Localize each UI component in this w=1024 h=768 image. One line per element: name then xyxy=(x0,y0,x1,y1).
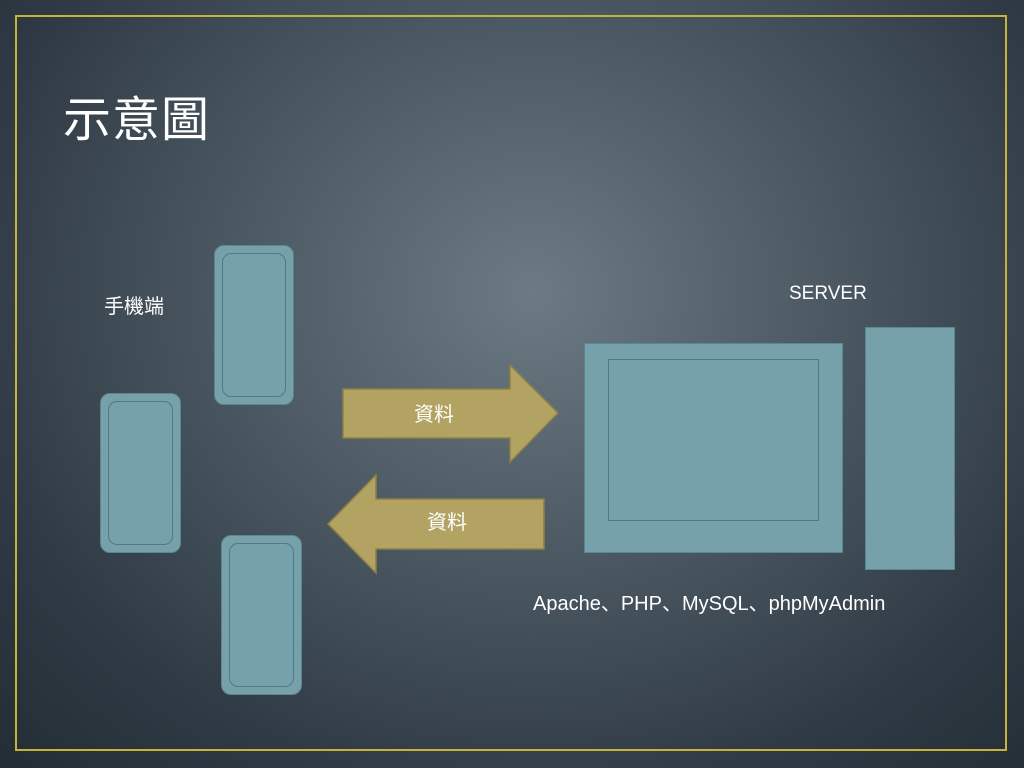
arrow-right-icon xyxy=(342,364,560,464)
phone-bottom xyxy=(221,535,302,695)
phone-left xyxy=(100,393,181,553)
server-label: SERVER xyxy=(789,283,867,304)
phone-screen xyxy=(229,543,294,687)
arrow-left-icon xyxy=(326,474,545,575)
arrow-receive-label: 資料 xyxy=(427,510,467,534)
server-monitor xyxy=(584,343,843,553)
monitor-screen xyxy=(608,359,819,521)
client-label: 手機端 xyxy=(104,294,164,318)
server-tower xyxy=(865,327,955,570)
phone-screen xyxy=(222,253,286,397)
software-stack-text: Apache、PHP、MySQL、phpMyAdmin xyxy=(533,593,886,615)
arrow-send-label: 資料 xyxy=(414,402,454,426)
phone-screen xyxy=(108,401,173,545)
slide-title: 示意圖 xyxy=(63,92,211,148)
slide-frame xyxy=(15,15,1007,751)
phone-top xyxy=(214,245,294,405)
